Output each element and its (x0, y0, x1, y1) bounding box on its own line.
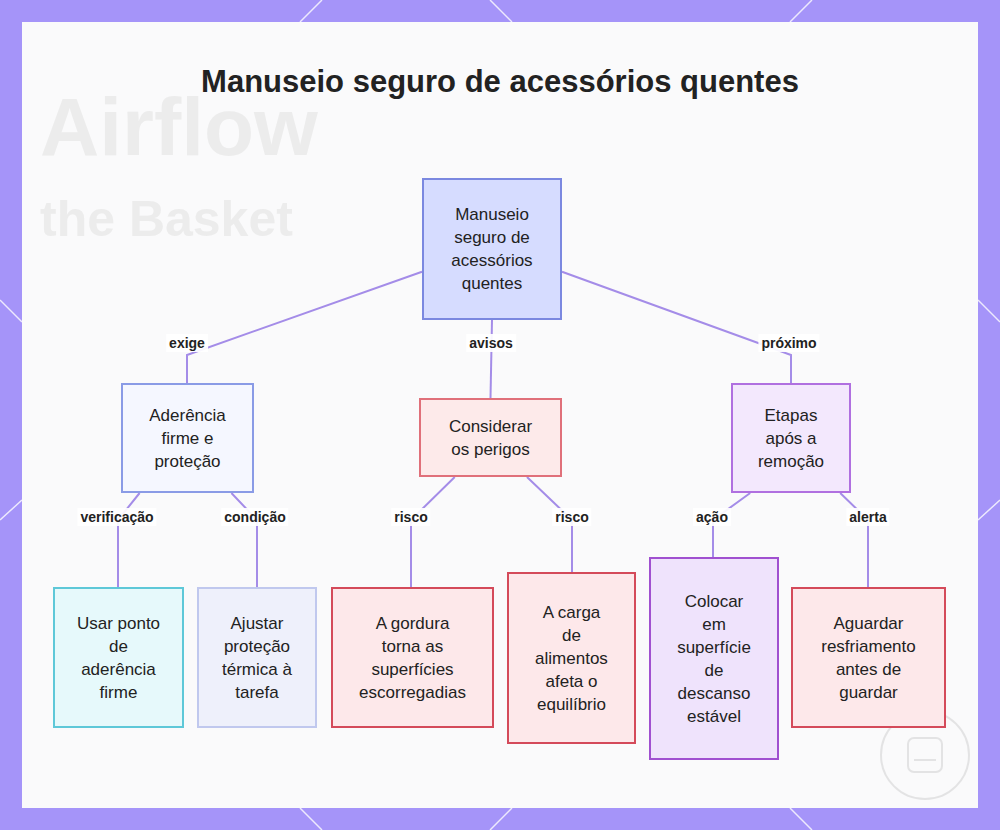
edge-label: risco (391, 508, 430, 526)
category-box: Etapas após a remoção (731, 383, 851, 493)
leaf-box: Ajustar proteção térmica à tarefa (197, 587, 317, 728)
connector-line (562, 272, 791, 383)
faded-photo (22, 22, 978, 808)
watermark-text: the Basket (40, 190, 293, 248)
edge-label: risco (552, 508, 591, 526)
node-text: Manuseio seguro de acessórios quentes (444, 203, 540, 295)
node-text: Colocar em superfície de descanso estáve… (673, 590, 755, 728)
edge-label: verificação (77, 508, 156, 526)
leaf-box: A carga de alimentos afeta o equilíbrio (507, 572, 636, 744)
leaf-box: A gordura torna as superfícies escorrega… (331, 587, 494, 728)
node-text: Etapas após a remoção (755, 404, 827, 473)
connector-line (187, 272, 422, 383)
white-panel (22, 22, 978, 808)
edge-label: avisos (466, 334, 516, 352)
edge-label: condição (221, 508, 288, 526)
node-text: A gordura torna as superfícies escorrega… (359, 612, 466, 704)
leaf-box: Colocar em superfície de descanso estáve… (649, 557, 779, 760)
diagram-title: Manuseio seguro de acessórios quentes (200, 62, 800, 102)
connector-line (491, 320, 493, 398)
node-text: Usar ponto de aderência firme (75, 612, 162, 704)
node-text: Considerar os perigos (441, 415, 540, 461)
edge-label: ação (693, 508, 731, 526)
leaf-box: Aguardar resfriamento antes de guardar (791, 587, 946, 728)
category-box: Considerar os perigos (419, 398, 562, 477)
root-box: Manuseio seguro de acessórios quentes (422, 178, 562, 320)
leaf-box: Usar ponto de aderência firme (53, 587, 184, 728)
connector-line (411, 477, 455, 587)
category-box: Aderência firme e proteção (121, 383, 254, 493)
edge-label: alerta (846, 508, 889, 526)
node-text: Aguardar resfriamento antes de guardar (817, 612, 920, 704)
node-text: A carga de alimentos afeta o equilíbrio (533, 601, 610, 716)
node-text: Ajustar proteção térmica à tarefa (217, 612, 297, 704)
edge-label: exige (166, 334, 208, 352)
node-text: Aderência firme e proteção (142, 404, 233, 473)
edge-label: próximo (758, 334, 819, 352)
